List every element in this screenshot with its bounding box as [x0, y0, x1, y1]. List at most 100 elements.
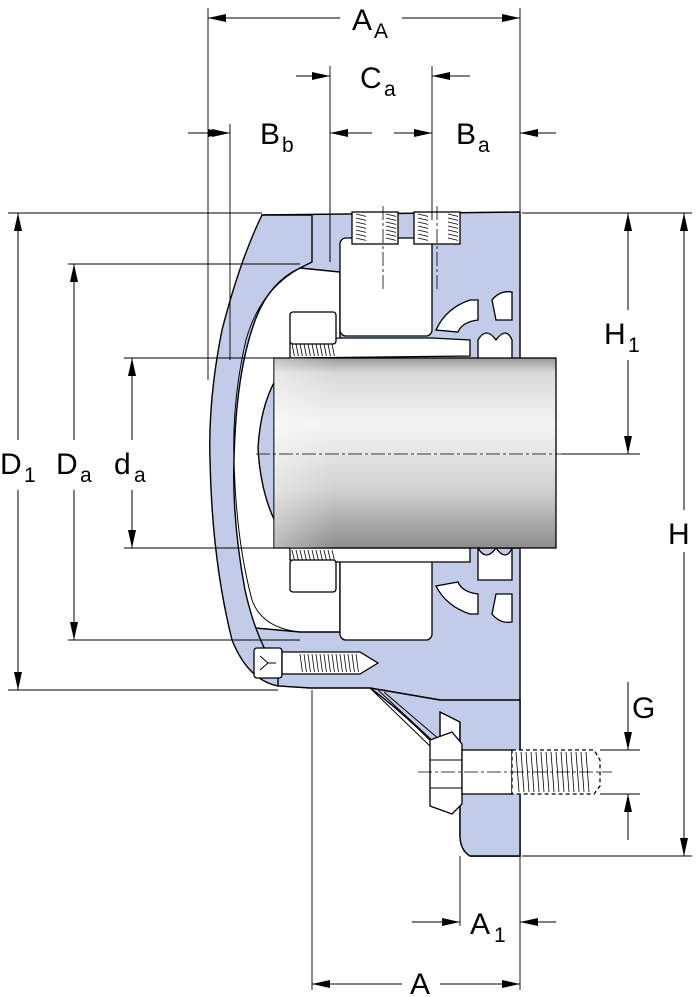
thread-tick: [299, 653, 303, 673]
thread-tick: [315, 343, 319, 357]
thread-tick: [351, 653, 355, 673]
thread-tick: [323, 653, 327, 673]
thread-tick: [307, 343, 311, 357]
groove-upper-1: [435, 299, 479, 333]
thread-tick: [315, 653, 319, 673]
thread-tick: [575, 751, 580, 793]
groove-lower-1: [435, 581, 479, 615]
label-G: G: [632, 692, 655, 725]
thread-tick: [335, 653, 339, 673]
label-Ba-sub: a: [478, 134, 490, 157]
thread-tick: [355, 225, 367, 229]
cover-inner-edge: [233, 267, 301, 633]
thread-tick: [331, 343, 335, 357]
thread-tick: [385, 233, 397, 237]
thread-tick: [295, 343, 299, 357]
thread-tick: [417, 225, 429, 229]
thread-tick: [303, 343, 307, 357]
label-Bb-sub: b: [282, 134, 294, 157]
thread-tick: [355, 237, 367, 241]
thread-tick: [355, 217, 367, 221]
cover-bolt-threads: [299, 653, 359, 673]
thread-tick: [355, 221, 367, 225]
strut-lines: [371, 689, 441, 749]
mounting-bolt-head: [429, 731, 463, 815]
thread-tick: [545, 751, 550, 793]
thread-tick: [570, 751, 575, 793]
extension-lines: [8, 8, 692, 990]
label-Ca-sub: a: [384, 78, 396, 101]
housing-cover: [209, 214, 313, 687]
label-A: A: [410, 968, 430, 997]
dimension-labels: A A C a B b B a H 1 D 1 D a d a H G A 1 …: [0, 4, 690, 997]
label-D1: D: [0, 448, 22, 481]
label-Da-sub: a: [80, 464, 92, 487]
label-Bb: B: [260, 118, 280, 151]
label-AA: A: [352, 4, 372, 37]
dimension-lines: [14, 14, 688, 988]
seal-upper: [477, 332, 513, 361]
thread-tick: [417, 221, 429, 225]
label-Ca: C: [360, 62, 382, 95]
label-A1: A: [470, 908, 490, 941]
thread-tick: [347, 653, 351, 673]
thread-tick: [385, 221, 397, 225]
label-Ba: B: [456, 118, 476, 151]
thread-tick: [385, 225, 397, 229]
groove-upper-2: [491, 291, 513, 321]
thread-tick: [385, 237, 397, 241]
thread-tick: [417, 217, 429, 221]
thread-tick: [291, 549, 295, 561]
cover-bolt-hex-mark: [259, 655, 276, 671]
label-D1-sub: 1: [24, 464, 36, 487]
thread-tick: [331, 653, 335, 673]
label-H1: H: [604, 318, 626, 351]
thread-tick: [447, 229, 459, 233]
thread-tick: [307, 549, 311, 561]
thread-tick: [319, 343, 323, 357]
thread-tick: [291, 343, 295, 357]
thread-tick: [327, 549, 331, 561]
thread-tick: [299, 343, 303, 357]
thread-tick: [315, 549, 319, 561]
thread-tick: [417, 229, 429, 233]
thread-tick: [447, 221, 459, 225]
thread-tick: [327, 653, 331, 673]
thread-tick: [417, 233, 429, 237]
thread-tick: [385, 217, 397, 221]
lock-nut-upper: [289, 311, 337, 345]
thread-tick: [339, 653, 343, 673]
thread-tick: [417, 213, 429, 217]
thread-tick: [327, 343, 331, 357]
thread-tick: [385, 213, 397, 217]
thread-tick: [299, 549, 303, 561]
roller-upper: [339, 237, 433, 337]
mounting-bolt: [418, 731, 612, 815]
thread-tick: [323, 343, 327, 357]
thread-tick: [447, 233, 459, 237]
thread-tick: [447, 225, 459, 229]
groove-lower-2: [491, 593, 513, 623]
thread-tick: [307, 653, 311, 673]
label-AA-sub: A: [374, 20, 388, 43]
thread-tick: [385, 229, 397, 233]
bearing: [289, 206, 513, 641]
thread-tick: [355, 653, 359, 673]
thread-tick: [319, 653, 323, 673]
label-A1-sub: 1: [494, 924, 506, 947]
thread-tick: [303, 653, 307, 673]
thread-tick: [323, 549, 327, 561]
thread-tick: [295, 549, 299, 561]
thread-tick: [311, 343, 315, 357]
thread-tick: [530, 751, 535, 793]
thread-tick: [319, 549, 323, 561]
label-da-sub: a: [134, 464, 146, 487]
thread-tick: [447, 237, 459, 241]
label-H1-sub: 1: [628, 334, 640, 357]
thread-tick: [343, 653, 347, 673]
shaft: [256, 357, 640, 549]
cover-bolt: [253, 647, 380, 679]
lock-nut-lower: [289, 559, 337, 593]
